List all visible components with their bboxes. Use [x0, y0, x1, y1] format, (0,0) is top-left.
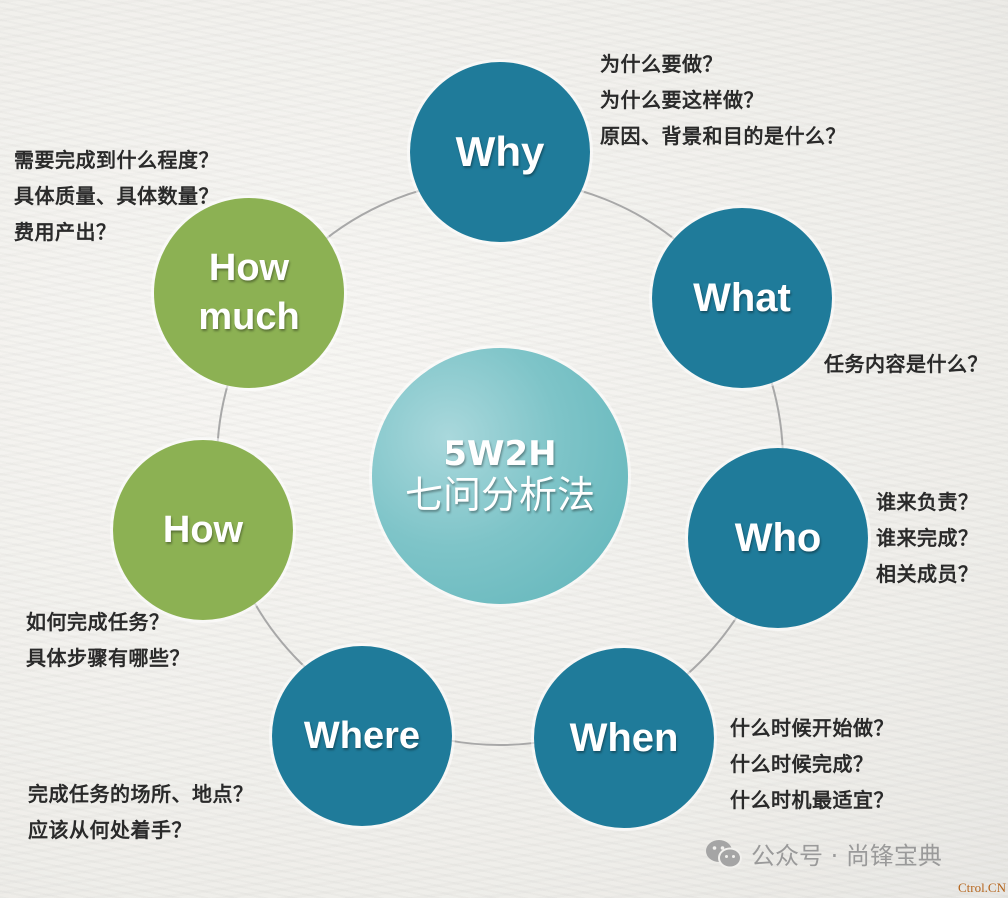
- node-how-label: How: [162, 508, 244, 551]
- watermark: 公众号 · 尚锋宝典: [705, 836, 942, 871]
- node-who-label: Who: [734, 515, 822, 560]
- question: 原因、背景和目的是什么？: [600, 124, 846, 148]
- question: 谁来完成？: [876, 526, 979, 550]
- questions-where: 完成任务的场所、地点？ 应该从何处着手？: [28, 776, 254, 848]
- node-why: Why: [410, 62, 590, 242]
- question: 如何完成任务？: [26, 610, 170, 634]
- questions-what: 任务内容是什么？: [824, 346, 988, 382]
- credit-text: Ctrol.CN: [957, 880, 1006, 895]
- node-how: How: [113, 440, 293, 620]
- questions-how-much: 需要完成到什么程度？ 具体质量、具体数量？ 费用产出？: [14, 142, 219, 250]
- node-how-much-label-line1: How: [208, 246, 290, 289]
- wechat-icon: [706, 839, 742, 868]
- question: 相关成员？: [876, 562, 979, 586]
- node-who: Who: [688, 448, 868, 628]
- question: 什么时候开始做？: [730, 716, 894, 740]
- node-why-label: Why: [455, 128, 545, 175]
- node-how-much-label-line2: much: [198, 296, 300, 338]
- node-when-label: When: [569, 715, 679, 760]
- node-what-label: What: [693, 275, 791, 320]
- question: 谁来负责？: [876, 490, 979, 514]
- center-subtitle: 七问分析法: [404, 472, 595, 517]
- node-when: When: [534, 648, 714, 828]
- questions-how: 如何完成任务？ 具体步骤有哪些？: [26, 604, 190, 676]
- question: 需要完成到什么程度？: [14, 148, 219, 172]
- questions-why: 为什么要做？ 为什么要这样做？ 原因、背景和目的是什么？: [600, 46, 846, 154]
- question: 费用产出？: [14, 220, 117, 244]
- question: 为什么要这样做？: [600, 88, 764, 112]
- questions-when: 什么时候开始做？ 什么时候完成？ 什么时机最适宜？: [730, 710, 894, 818]
- center-node: 5W2H 七问分析法: [372, 348, 628, 604]
- center-title: 5W2H: [443, 433, 557, 474]
- node-where: Where: [272, 646, 452, 826]
- node-how-much: How much: [154, 198, 344, 388]
- question: 什么时机最适宜？: [730, 788, 894, 812]
- question: 具体质量、具体数量？: [14, 184, 219, 208]
- question: 具体步骤有哪些？: [26, 646, 190, 670]
- question: 完成任务的场所、地点？: [28, 782, 254, 806]
- question: 为什么要做？: [600, 52, 723, 76]
- node-what: What: [652, 208, 832, 388]
- question: 什么时候完成？: [730, 752, 874, 776]
- node-where-label: Where: [303, 714, 421, 757]
- questions-who: 谁来负责？ 谁来完成？ 相关成员？: [876, 484, 979, 592]
- question: 任务内容是什么？: [824, 352, 988, 376]
- question: 应该从何处着手？: [28, 818, 192, 842]
- watermark-text: 公众号 · 尚锋宝典: [751, 842, 942, 870]
